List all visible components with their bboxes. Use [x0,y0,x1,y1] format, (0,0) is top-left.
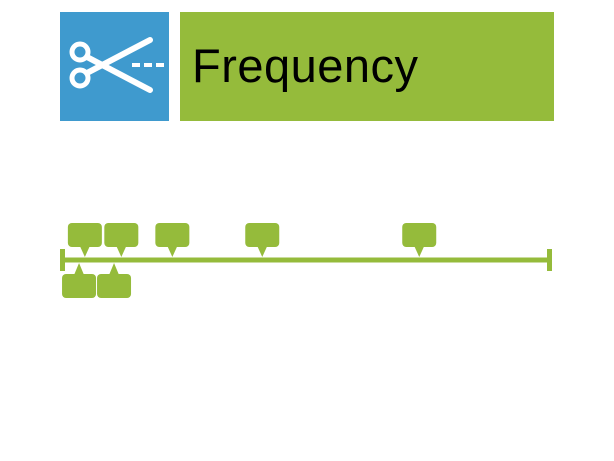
timeline-marker-5 [402,223,437,257]
scissors-cut-icon [69,37,164,93]
timeline-marker-4 [245,223,280,257]
timeline-marker-3 [155,223,190,257]
timeline-marker-2 [104,223,139,257]
scissors-icon-tile [60,12,169,121]
title-banner: Frequency [180,12,554,121]
timeline-marker-6 [62,263,97,298]
timeline-start-cap [60,249,65,271]
timeline-marker-1 [67,223,102,257]
timeline-end-cap [547,249,552,271]
page-title: Frequency [192,39,419,92]
timeline-marker-7 [97,263,132,298]
